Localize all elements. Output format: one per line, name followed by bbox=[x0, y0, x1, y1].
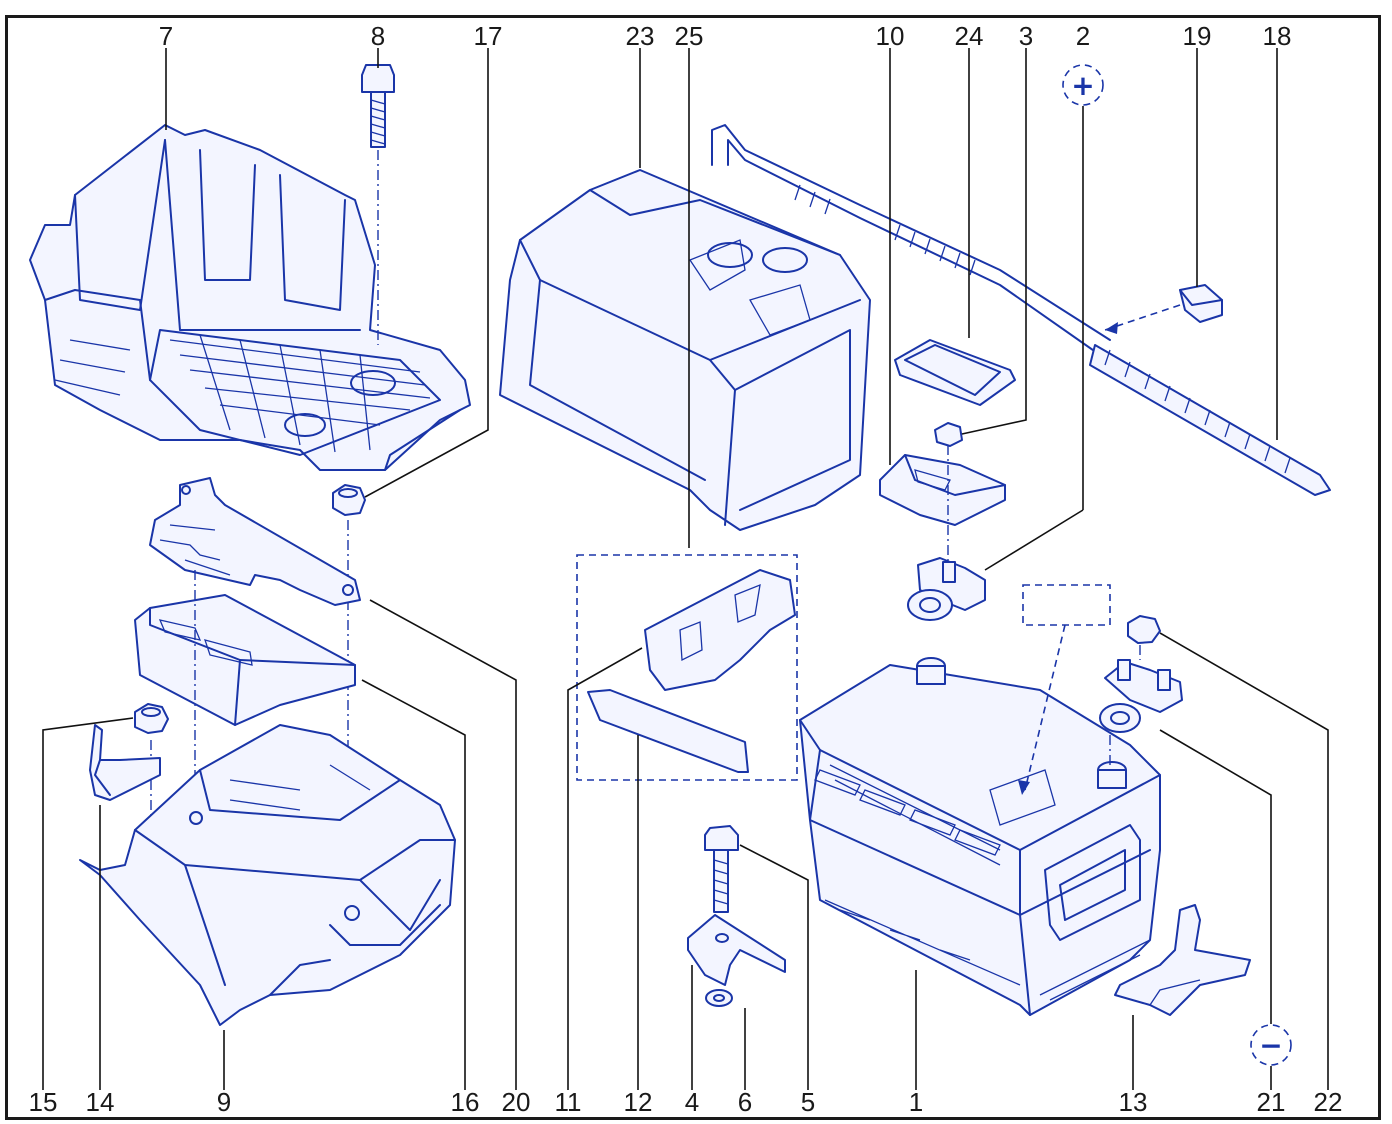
nut-22 bbox=[1127, 615, 1161, 644]
battery-insulation-cover bbox=[134, 594, 356, 726]
callout-10: 10 bbox=[876, 21, 905, 51]
label-location-box bbox=[1022, 584, 1111, 626]
callout-17: 17 bbox=[474, 21, 503, 51]
negative-symbol: − bbox=[1250, 1024, 1292, 1066]
svg-text:−: − bbox=[1259, 1029, 1282, 1062]
callout-4: 4 bbox=[685, 1087, 699, 1117]
negative-terminal-clamp bbox=[1099, 659, 1183, 733]
positive-cable bbox=[711, 124, 1331, 496]
heat-shield-plate bbox=[149, 477, 361, 606]
callout-9: 9 bbox=[217, 1087, 231, 1117]
svg-text:+: + bbox=[1071, 69, 1094, 102]
callout-19: 19 bbox=[1183, 21, 1212, 51]
callout-20: 20 bbox=[502, 1087, 531, 1117]
callout-24: 24 bbox=[955, 21, 984, 51]
lower-battery-tray bbox=[79, 724, 456, 1026]
callout-14: 14 bbox=[86, 1087, 115, 1117]
positive-terminal-clamp bbox=[907, 557, 986, 621]
callout-11: 11 bbox=[555, 1087, 582, 1117]
strap-12 bbox=[587, 689, 749, 773]
callout-1: 1 bbox=[909, 1087, 923, 1117]
callout-2: 2 bbox=[1076, 21, 1090, 51]
callout-8: 8 bbox=[371, 21, 385, 51]
callout-18: 18 bbox=[1263, 21, 1292, 51]
diagram-frame bbox=[5, 15, 1381, 1120]
hold-down-clamp-4 bbox=[687, 914, 786, 986]
callout-13: 13 bbox=[1119, 1087, 1148, 1117]
callout-22: 22 bbox=[1314, 1087, 1343, 1117]
battery bbox=[799, 657, 1161, 1016]
terminal-cap-24 bbox=[894, 339, 1016, 406]
bracket-11 bbox=[644, 569, 796, 691]
bolt-8 bbox=[361, 64, 395, 148]
callout-7: 7 bbox=[159, 21, 173, 51]
nut-3 bbox=[934, 422, 963, 447]
callout-12: 12 bbox=[624, 1087, 653, 1117]
clip-14 bbox=[89, 724, 161, 801]
battery-insulation-jacket bbox=[499, 169, 871, 531]
bracket-13 bbox=[1114, 904, 1251, 1016]
battery-tray bbox=[29, 124, 471, 471]
callout-3: 3 bbox=[1019, 21, 1033, 51]
leader-lines bbox=[42, 48, 1329, 1090]
callout-6: 6 bbox=[738, 1087, 752, 1117]
callout-15: 15 bbox=[29, 1087, 58, 1117]
positive-terminal-cover bbox=[879, 454, 1006, 526]
nut-15 bbox=[134, 703, 169, 734]
bolt-5 bbox=[704, 825, 739, 913]
bracket-group-box bbox=[576, 554, 798, 781]
callout-23: 23 bbox=[626, 21, 655, 51]
callout-5: 5 bbox=[801, 1087, 815, 1117]
nut-17 bbox=[332, 484, 366, 516]
positive-symbol: + bbox=[1062, 64, 1104, 106]
callout-21: 21 bbox=[1257, 1087, 1286, 1117]
callout-16: 16 bbox=[451, 1087, 480, 1117]
washer-6 bbox=[705, 989, 733, 1007]
cable-clip-19 bbox=[1179, 284, 1223, 323]
callout-25: 25 bbox=[675, 21, 704, 51]
